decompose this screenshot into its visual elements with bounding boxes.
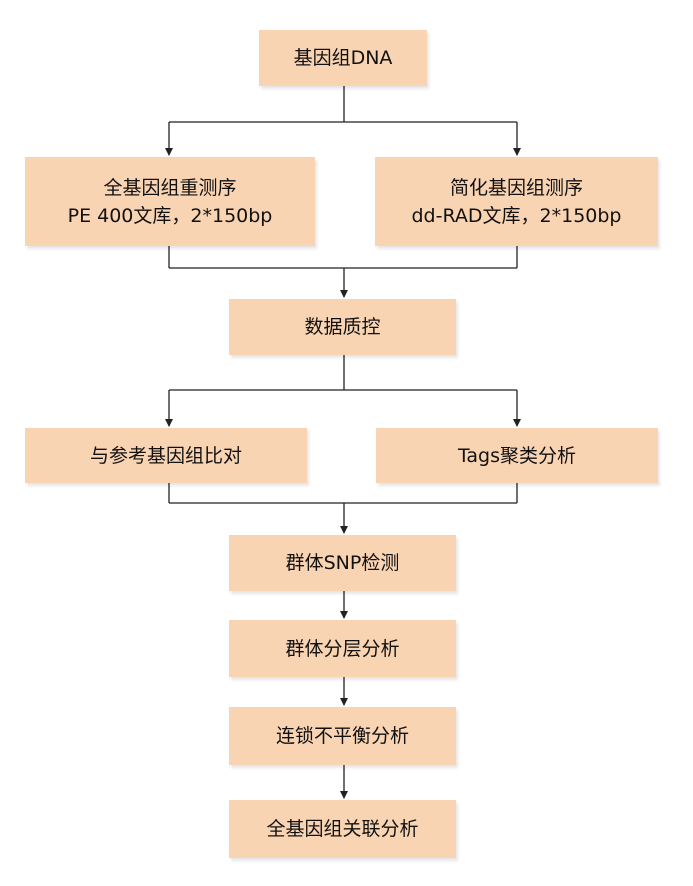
node-genomic-dna-label: 基因组DNA (293, 47, 393, 69)
node-align: 与参考基因组比对 (25, 428, 307, 483)
node-align-label: 与参考基因组比对 (89, 444, 242, 467)
node-genomic-dna: 基因组DNA (259, 30, 427, 86)
node-ld: 连锁不平衡分析 (229, 707, 456, 765)
node-wgs: 全基因组重测序 PE 400文库，2*150bp (25, 157, 315, 246)
node-rad-line2: dd-RAD文库，2*150bp (411, 204, 622, 227)
node-wgs-line1: 全基因组重测序 (103, 176, 237, 199)
node-ld-label: 连锁不平衡分析 (275, 725, 409, 747)
node-tags: Tags聚类分析 (376, 428, 658, 483)
node-wgs-line2: PE 400文库，2*150bp (67, 204, 273, 227)
node-gwas: 全基因组关联分析 (229, 800, 456, 858)
node-tags-label: Tags聚类分析 (457, 444, 577, 467)
node-gwas-label: 全基因组关联分析 (266, 818, 419, 840)
node-structure-label: 群体分层分析 (285, 637, 400, 660)
node-qc-label: 数据质控 (304, 316, 381, 338)
node-snp-label: 群体SNP检测 (285, 552, 400, 574)
node-structure: 群体分层分析 (229, 620, 456, 677)
node-rad-line1: 简化基因组测序 (449, 176, 583, 199)
node-rad: 简化基因组测序 dd-RAD文库，2*150bp (375, 157, 658, 246)
node-snp: 群体SNP检测 (229, 535, 456, 591)
node-qc: 数据质控 (229, 299, 456, 355)
